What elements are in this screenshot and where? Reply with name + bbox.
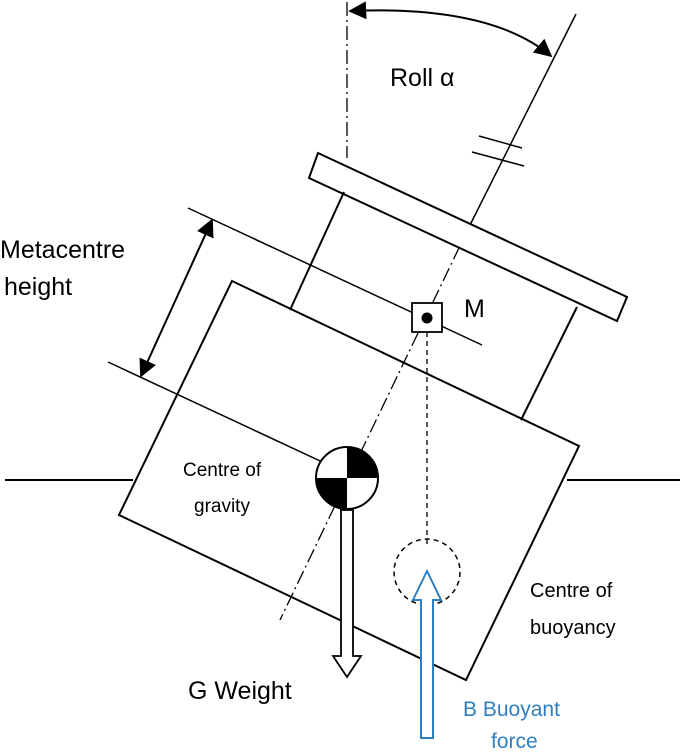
metacentre-height-label-line1: Metacentre <box>0 236 125 264</box>
ship-axis-upper <box>469 13 577 226</box>
metacentre-extension-lower <box>107 361 334 468</box>
gravity-centre-symbol <box>315 446 379 510</box>
weight-arrow <box>331 509 363 679</box>
ship-axis-lower <box>279 224 471 621</box>
roll-label: Roll α <box>390 64 454 92</box>
buoyant-force-arrow <box>411 568 443 739</box>
metacentre-height-dimension-arrow <box>139 218 214 378</box>
superstructure-right-wall <box>520 306 578 421</box>
gravity-label-line2: gravity <box>194 496 250 517</box>
metacentre-point-dot <box>421 312 433 324</box>
metacentre-point-label: M <box>464 295 485 323</box>
axis-tick-2 <box>478 135 523 149</box>
buoyant-force-label-line2: force <box>491 730 538 752</box>
deck-plate <box>307 151 629 323</box>
weight-label: G Weight <box>188 677 292 705</box>
buoyancy-centre-marker <box>393 538 461 606</box>
metacentre-height-label-line2: height <box>4 273 72 301</box>
buoyancy-label-line2: buoyancy <box>530 617 616 639</box>
roll-angle-arc <box>348 1 553 58</box>
axis-tick-1 <box>471 151 525 167</box>
gravity-label-line1: Centre of <box>183 460 262 481</box>
buoyant-force-label-line1: B Buoyant <box>463 698 560 721</box>
buoyancy-label-line1: Centre of <box>530 580 613 602</box>
hull <box>117 279 581 682</box>
superstructure-left-wall <box>289 191 345 311</box>
